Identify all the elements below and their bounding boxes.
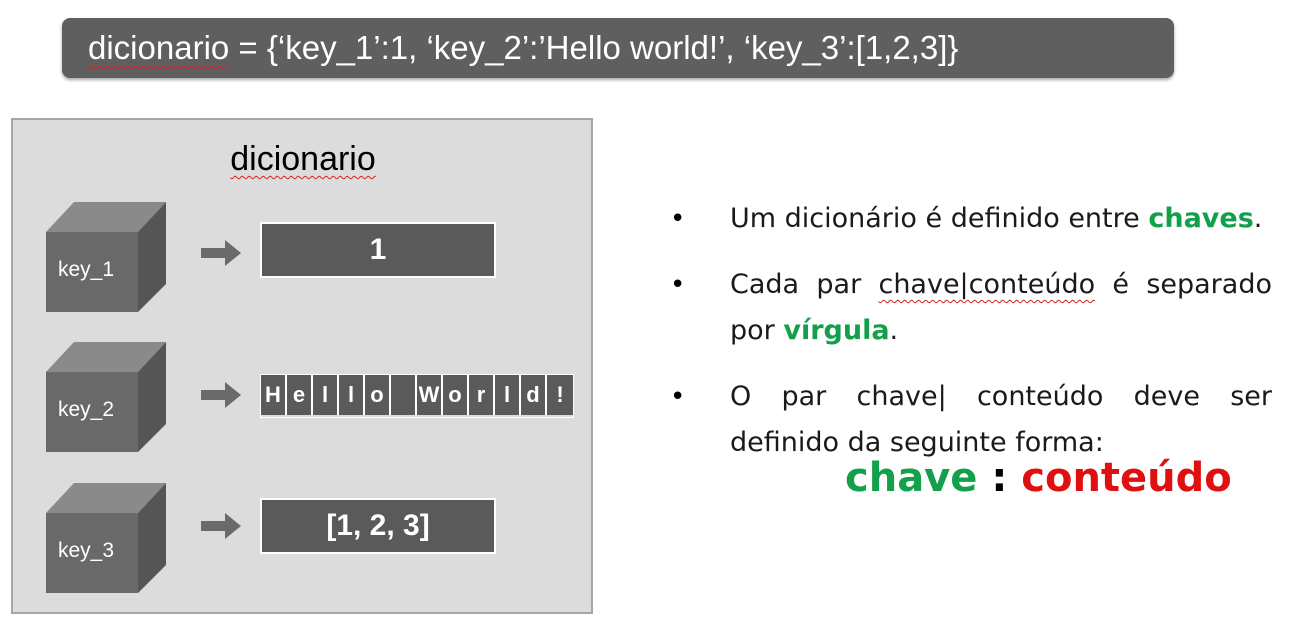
char-cell: d (521, 375, 547, 415)
char-cell: r (469, 375, 495, 415)
bullet-list: • Um dicionário é definido entre chaves.… (670, 196, 1272, 486)
underlined-pair: chave|conteúdo (878, 269, 1096, 300)
bullet-dot-icon: • (670, 204, 686, 234)
char-cell (391, 375, 417, 415)
key-cube-2: key_2 (46, 342, 176, 462)
value-box-1: 1 (260, 222, 496, 278)
key-cube-3: key_3 (46, 483, 176, 603)
banner-assignment: = {‘key_1’:1, ‘key_2’:’Hello world!’, ‘k… (229, 29, 959, 66)
char-cell: ! (547, 375, 573, 415)
cube-icon (46, 202, 166, 312)
char-cell: o (365, 375, 391, 415)
highlight-virgula: vírgula (783, 315, 890, 346)
cube-icon (46, 342, 166, 452)
key-label: key_3 (58, 539, 115, 562)
char-cell: H (261, 375, 287, 415)
cube-icon (46, 483, 166, 593)
bullet-dot-icon: • (670, 270, 686, 300)
char-cell: W (417, 375, 443, 415)
panel-title: dicionario (230, 140, 376, 178)
char-cell: l (495, 375, 521, 415)
char-cell: e (287, 375, 313, 415)
char-cell: o (443, 375, 469, 415)
arrow-icon (201, 240, 241, 266)
bullet-item: • Um dicionário é definido entre chaves. (670, 196, 1272, 242)
char-cell: l (339, 375, 365, 415)
value-box-3: [1, 2, 3] (260, 498, 496, 554)
bullet-item: • O par chave| conteúdo deve ser definid… (670, 374, 1272, 466)
bullet-item: • Cada par chave|conteúdo é separado por… (670, 262, 1272, 354)
bullet-dot-icon: • (670, 382, 686, 412)
key-value-formula: chave : conteúdo (845, 455, 1232, 501)
key-label: key_1 (58, 258, 115, 281)
arrow-icon (201, 513, 241, 539)
highlight-chaves: chaves (1148, 203, 1254, 234)
string-value-chars: H e l l o W o r l d ! (260, 374, 574, 418)
banner-variable: dicionario (88, 29, 230, 66)
formula-separator: : (977, 455, 1022, 501)
formula-key: chave (845, 455, 978, 501)
code-banner: dicionario = {‘key_1’:1, ‘key_2’:’Hello … (62, 18, 1174, 78)
char-cell: l (313, 375, 339, 415)
key-label: key_2 (58, 398, 115, 421)
key-cube-1: key_1 (46, 202, 176, 322)
formula-value: conteúdo (1021, 455, 1232, 501)
arrow-icon (201, 382, 241, 408)
